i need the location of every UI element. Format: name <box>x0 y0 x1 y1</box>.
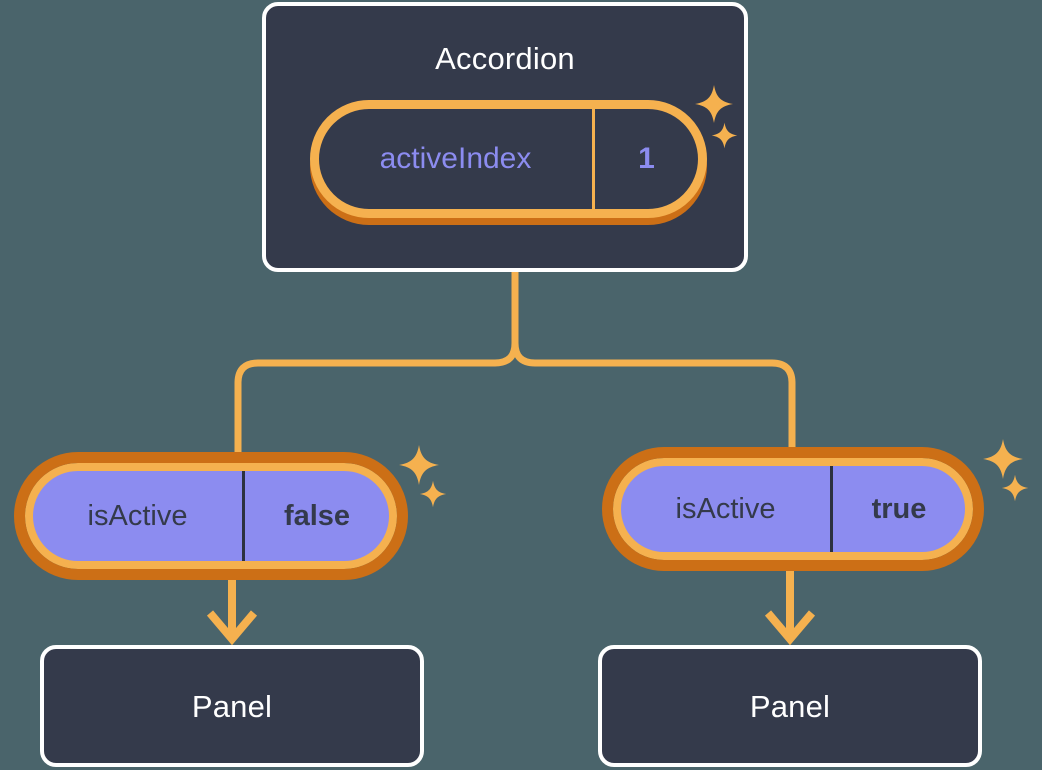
sparkle-icon-large-right <box>983 439 1023 479</box>
arrow-down-icon-right <box>764 570 816 646</box>
sparkle-icon-small-right <box>1001 474 1029 502</box>
prop-pill-key-right: isActive <box>621 466 833 552</box>
prop-pill-isactive-false[interactable]: isActive false <box>14 452 408 580</box>
component-box-panel-left[interactable]: Panel <box>40 645 424 767</box>
prop-pill-key-left: isActive <box>33 471 245 561</box>
connector-left-branch <box>234 272 519 468</box>
component-title-panel-left: Panel <box>191 688 273 724</box>
connector-right-branch <box>511 272 796 462</box>
state-pill-activeindex[interactable]: activeIndex 1 <box>310 100 707 218</box>
prop-pill-value-right: true <box>871 492 927 525</box>
state-pill-key: activeIndex <box>319 109 595 209</box>
component-title-accordion: Accordion <box>435 41 575 76</box>
state-pill-value: 1 <box>638 142 655 175</box>
component-box-panel-right[interactable]: Panel <box>598 645 982 767</box>
component-title-panel-right: Panel <box>749 688 831 724</box>
sparkle-icon-small-left <box>419 480 447 508</box>
prop-pill-value-left: false <box>283 499 351 532</box>
arrow-down-icon-left <box>206 578 258 646</box>
sparkle-icon-large-left <box>399 445 439 485</box>
prop-pill-isactive-true[interactable]: isActive true <box>602 447 984 571</box>
